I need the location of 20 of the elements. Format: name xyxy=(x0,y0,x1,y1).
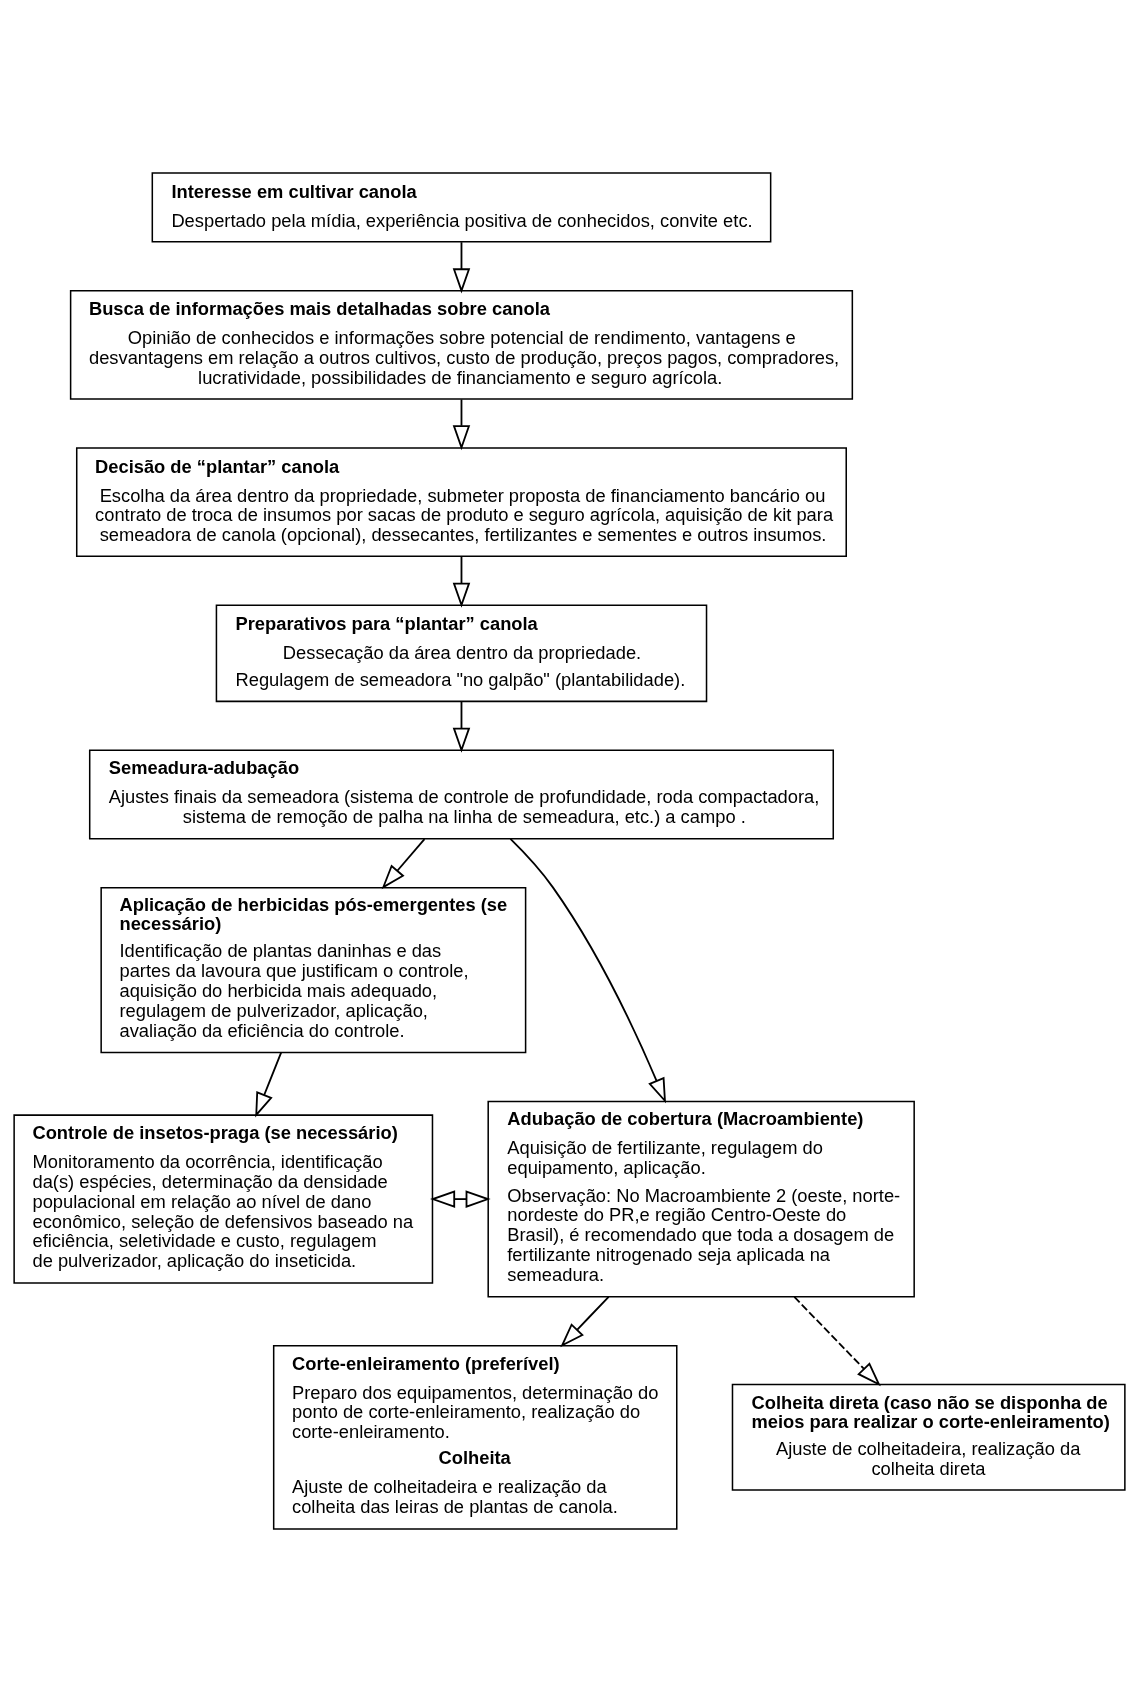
arrow xyxy=(430,1190,491,1208)
arrow xyxy=(255,1051,283,1118)
node-box: Busca de informações mais detalhadas sobre canola Opinião de conhecidos e informações sobre potencial de rendimento, vantagens e desvantagens em relação a outros cultivos, custo de produção, preços pagos, compradores, lucratividade, possibilidades de financiamento e seguro agrícola. xyxy=(69,289,854,400)
node-box: Decisão de “plantar” canola Escolha da área dentro da propriedade, submeter proposta de financiamento bancário ou contrato de troca de insumos por sacas de produto e seguro agrícola, aquisição de kit para semeadora de canola (opcional), dessecantes, fertilizantes e sementes e outros insumos. xyxy=(75,447,847,558)
node-box: Semeadura-adubação Ajustes finais da semeadora (sistema de controle de profundidade, roda compactadora, sistema de remoção de palha na linha de semeadura, etc.) a campo . xyxy=(88,749,834,840)
node-box: Colheita direta (caso não se disponha de meios para realizar o corte-enleiramento) Ajuste de colheitadeira, realização da colheita direta xyxy=(731,1383,1126,1491)
arrow xyxy=(560,1296,610,1348)
node-box: Aplicação de herbicidas pós-emergentes (se necessário) Identificação de plantas daninhas e das partes da lavoura que justificam o controle, aquisição do herbicida mais adequado, regulagem de pulverizador, aplicação, avaliação da eficiência do controle. xyxy=(100,886,527,1054)
node-box: Adubação de cobertura (Macroambiente) Aquisição de fertilizante, regulagem do equipamento, aplicação. Observação: No Macroambiente 2 (oeste, norte-nordeste do PR,e região Centro-Oeste do Brasil), é recomendado que toda a dosagem de fertilizante nitrogenado seja aplicada na semeadura. xyxy=(487,1100,915,1298)
node-box: Preparativos para “plantar” canola Dessecação da área dentro da propriedade. Regulagem de semeadora "no galpão" (plantabilidade). xyxy=(215,604,708,703)
node-box: Controle de insetos-praga (se necessário) Monitoramento da ocorrência, identificação da(s) espécies, determinação da densidade populacional em relação ao nível de dano econômico, seleção de defensivos baseado na eficiência, seletividade e custo, regulagem de pulverizador, aplicação do inseticida. xyxy=(13,1114,434,1284)
arrow xyxy=(452,555,471,608)
arrow xyxy=(793,1296,881,1387)
arrow xyxy=(452,241,471,294)
node-box: Corte-enleiramento (preferível) Preparo dos equipamentos, determinação do ponto de corte-enleiramento, realização do corte-enleiramento. Colheita Ajuste de colheitadeira e realização da colheita das leiras de plantas de canola. xyxy=(272,1344,678,1530)
arrow xyxy=(381,838,426,890)
arrow xyxy=(452,700,471,753)
arrow xyxy=(452,398,471,451)
node-box: Interesse em cultivar canola Despertado pela mídia, experiência positiva de conhecidos, convite etc. xyxy=(151,172,772,243)
arrow xyxy=(509,838,666,1104)
